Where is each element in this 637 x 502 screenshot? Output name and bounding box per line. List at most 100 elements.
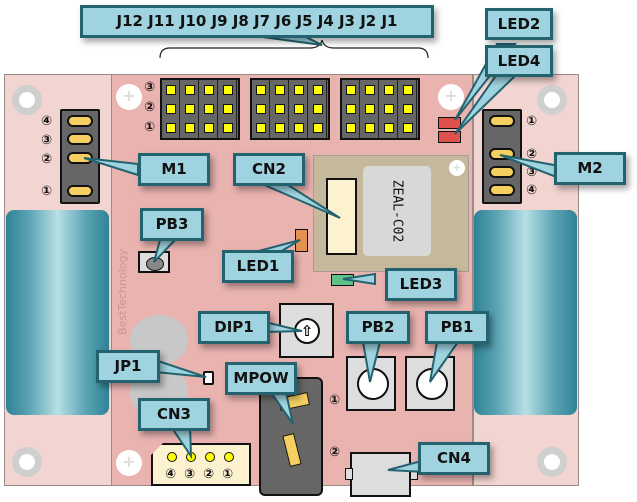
mpow-position-2-label: ② bbox=[329, 445, 341, 460]
callout-led3: LED3 bbox=[385, 268, 457, 301]
jumper-pin bbox=[294, 104, 304, 114]
m2-pin-4 bbox=[489, 184, 515, 196]
cn3-pin bbox=[167, 452, 177, 462]
jumper-pin bbox=[313, 85, 323, 95]
header-row-3-label: ③ bbox=[144, 80, 156, 95]
pointer-jp1 bbox=[154, 358, 207, 378]
jumper-pin bbox=[275, 85, 285, 95]
jumper-pin bbox=[166, 85, 176, 95]
jumper-pin bbox=[403, 104, 413, 114]
jumper-pin bbox=[384, 104, 394, 114]
pointer-cn2 bbox=[259, 182, 341, 219]
jumper-pin bbox=[403, 85, 413, 95]
jumper-pin bbox=[185, 85, 195, 95]
m1-pin-3 bbox=[67, 133, 93, 145]
m1-pin-1 bbox=[67, 185, 93, 197]
jumper-pin bbox=[365, 104, 375, 114]
cn3-pin bbox=[205, 452, 215, 462]
jumper-pin bbox=[294, 85, 304, 95]
jumper-pin bbox=[223, 85, 233, 95]
jumper-j8[interactable] bbox=[252, 80, 270, 138]
cn3-pin-4-label: ④ bbox=[165, 467, 177, 482]
jumper-pin bbox=[275, 123, 285, 133]
jumper-pin bbox=[223, 123, 233, 133]
callout-led1: LED1 bbox=[222, 250, 294, 283]
jumper-pin bbox=[204, 104, 214, 114]
jumper-j7[interactable] bbox=[271, 80, 289, 138]
jumper-j4[interactable] bbox=[342, 80, 360, 138]
jumper-j1[interactable] bbox=[399, 80, 417, 138]
zeal-chip bbox=[363, 166, 431, 256]
header-row-2-label: ② bbox=[144, 100, 156, 115]
pointer-pb2 bbox=[361, 341, 382, 383]
jumper-j2[interactable] bbox=[380, 80, 398, 138]
pointer-m1 bbox=[83, 157, 139, 177]
jumper-j5[interactable] bbox=[309, 80, 327, 138]
jumper-pin bbox=[166, 123, 176, 133]
cn3-pin bbox=[224, 452, 234, 462]
pointer-dip1 bbox=[264, 320, 303, 334]
m2-pin-4-label: ④ bbox=[526, 183, 538, 198]
mount-hole-bottom-right bbox=[537, 447, 567, 477]
callout-mpow: MPOW bbox=[225, 362, 297, 395]
m2-pin-2-label: ② bbox=[526, 147, 538, 162]
jumper-j6[interactable] bbox=[290, 80, 308, 138]
callout-cn2: CN2 bbox=[233, 153, 305, 186]
callout-jp1: JP1 bbox=[96, 350, 160, 383]
jumper-pin bbox=[313, 104, 323, 114]
mount-hole-top-left bbox=[12, 85, 42, 115]
m1-pin-2-label: ② bbox=[41, 152, 53, 167]
cn3-pin-2-label: ② bbox=[203, 467, 215, 482]
jumper-pin bbox=[185, 104, 195, 114]
m2-pin-1 bbox=[489, 115, 515, 127]
jumper-pin bbox=[204, 85, 214, 95]
callout-dip1: DIP1 bbox=[198, 311, 270, 344]
jumper-j9[interactable] bbox=[219, 80, 237, 138]
jumper-pin bbox=[256, 85, 266, 95]
jumper-pin bbox=[346, 123, 356, 133]
jumper-pin bbox=[256, 104, 266, 114]
jp1-jumper bbox=[203, 371, 214, 385]
jumper-pin bbox=[365, 85, 375, 95]
jumper-pin bbox=[346, 104, 356, 114]
jumper-pin bbox=[313, 123, 323, 133]
header-row-1-label: ① bbox=[144, 120, 156, 135]
jumper-pin bbox=[384, 85, 394, 95]
m1-pin-4 bbox=[67, 115, 93, 127]
callout-jumpers: J12 J11 J10 J9 J8 J7 J6 J5 J4 J3 J2 J1 bbox=[80, 5, 434, 38]
pointer-led3 bbox=[342, 272, 376, 286]
jumper-pin bbox=[166, 104, 176, 114]
screw-icon: + bbox=[449, 160, 465, 176]
pointer-pb1 bbox=[429, 341, 460, 383]
callout-pb1: PB1 bbox=[425, 311, 489, 344]
cn2-connector bbox=[326, 178, 357, 255]
jumper-j3[interactable] bbox=[361, 80, 379, 138]
callout-cn4: CN4 bbox=[418, 442, 490, 475]
callout-led2: LED2 bbox=[485, 8, 553, 40]
screw-icon: + bbox=[116, 84, 142, 110]
m1-pin-1-label: ① bbox=[41, 184, 53, 199]
jumper-j12[interactable] bbox=[162, 80, 180, 138]
m2-pin-3 bbox=[489, 166, 515, 178]
mount-hole-bottom-left bbox=[12, 447, 42, 477]
mpow-position-1-label: ① bbox=[329, 393, 341, 408]
jumper-j11[interactable] bbox=[181, 80, 199, 138]
jumper-brace bbox=[159, 39, 429, 59]
cn3-connector bbox=[151, 443, 251, 486]
right-capacitor bbox=[474, 210, 577, 415]
callout-pb2: PB2 bbox=[346, 311, 410, 344]
screw-icon: + bbox=[438, 84, 464, 110]
cn3-pin-3-label: ③ bbox=[184, 467, 196, 482]
jumper-pin bbox=[185, 123, 195, 133]
callout-led4: LED4 bbox=[485, 45, 553, 77]
jumper-pin bbox=[346, 85, 356, 95]
jumper-pin bbox=[204, 123, 214, 133]
jumper-j10[interactable] bbox=[200, 80, 218, 138]
m2-pin-1-label: ① bbox=[526, 114, 538, 129]
callout-pb3: PB3 bbox=[140, 208, 204, 241]
mount-hole-top-right bbox=[537, 85, 567, 115]
callout-m1: M1 bbox=[138, 153, 210, 186]
m1-pin-3-label: ③ bbox=[41, 133, 53, 148]
jumper-pin bbox=[403, 123, 413, 133]
